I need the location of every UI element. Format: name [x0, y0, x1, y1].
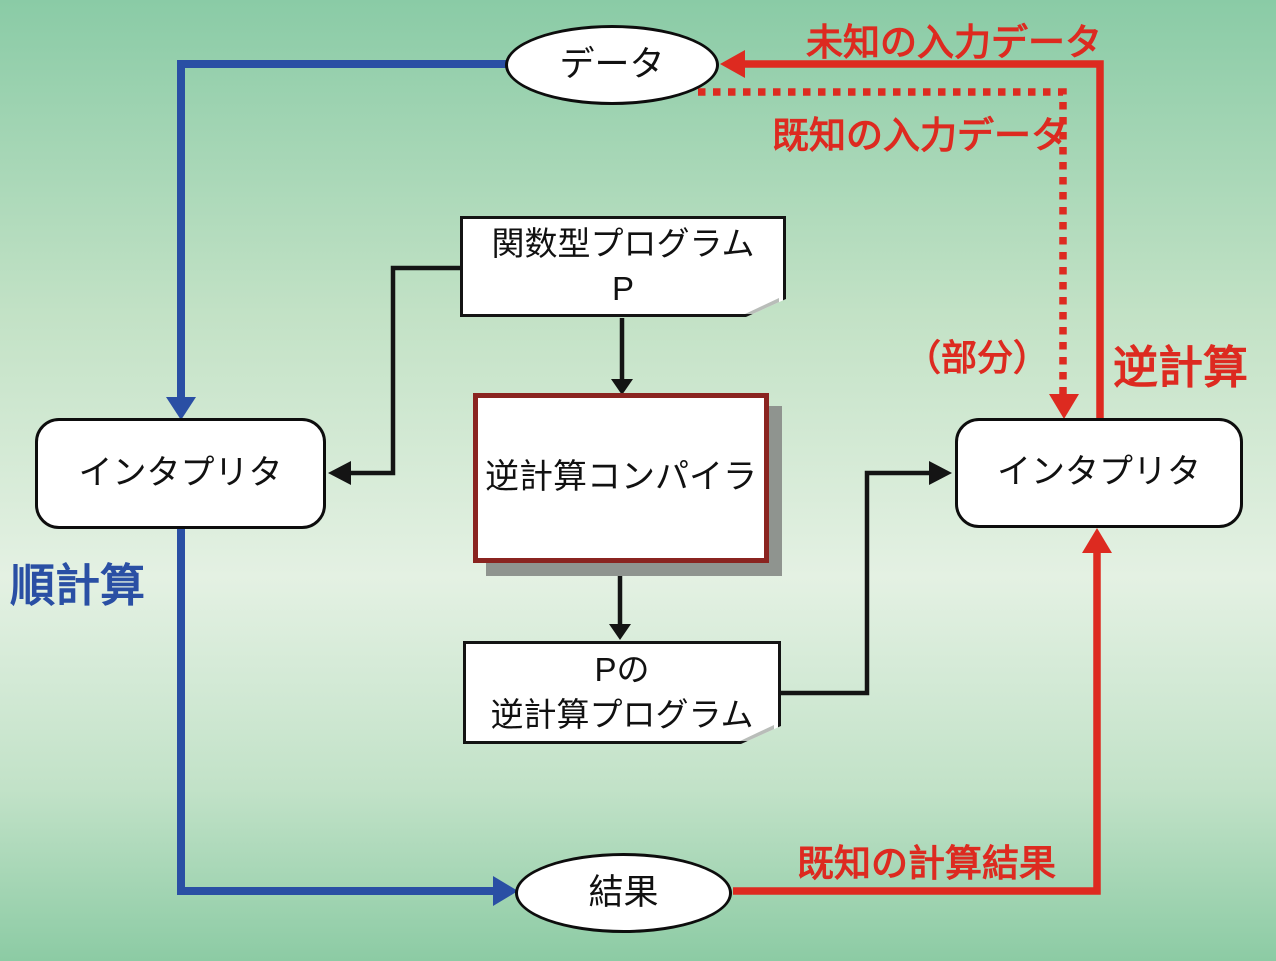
label-unknown-input-data: 未知の入力データ: [806, 22, 1102, 63]
edge-inverse-program-to-right-interpreter: [781, 461, 952, 696]
arrowhead-right-blue: [493, 876, 518, 906]
node-inverse-program-line2: 逆計算プログラム: [490, 695, 754, 733]
arrowhead-down-blue: [166, 397, 196, 420]
node-inverse-compiler-label: 逆計算コンパイラ: [485, 458, 757, 497]
arrowhead-left-black: [328, 461, 351, 485]
label-inverse-computation: 逆計算: [1113, 342, 1249, 393]
arrowhead-down-black: [609, 624, 631, 640]
edge-program-to-compiler: [611, 318, 633, 395]
node-data: データ: [505, 25, 719, 105]
node-functional-program-line2: P: [611, 269, 634, 307]
edge-compiler-to-inverse-program: [609, 566, 631, 640]
label-partial: （部分）: [905, 337, 1050, 378]
edge-right-interpreter-to-data: [720, 50, 1104, 419]
edge-data-to-right-interpreter-dotted: [698, 88, 1079, 419]
node-data-label: データ: [559, 45, 665, 85]
arrowhead-right-black: [929, 461, 952, 485]
node-interpreter-left: インタプリタ: [35, 418, 326, 529]
node-functional-program-line1: 関数型プログラム: [491, 224, 755, 262]
label-known-input-data: 既知の入力データ: [772, 115, 1068, 156]
node-inverse-compiler: 逆計算コンパイラ: [473, 393, 769, 563]
node-interpreter-left-label: インタプリタ: [78, 453, 283, 492]
edge-data-to-left-interpreter: [166, 60, 508, 420]
arrowhead-down-red: [1049, 394, 1079, 419]
label-forward-computation: 順計算: [10, 560, 146, 611]
node-result: 結果: [515, 853, 732, 933]
node-inverse-program: Pの 逆計算プログラム: [463, 641, 781, 744]
arrowhead-down-black: [611, 379, 633, 395]
node-result-label: 結果: [588, 873, 659, 913]
edge-left-interpreter-to-result: [177, 527, 518, 906]
edge-result-to-right-interpreter: [733, 528, 1112, 895]
node-interpreter-right: インタプリタ: [955, 418, 1243, 528]
arrowhead-left-red: [720, 50, 745, 78]
node-inverse-program-line1: Pの: [594, 650, 650, 688]
label-known-computation-result: 既知の計算結果: [797, 843, 1056, 884]
arrowhead-up-red: [1082, 528, 1112, 553]
node-interpreter-right-label: インタプリタ: [997, 453, 1201, 492]
edge-program-to-left-interpreter: [328, 265, 461, 485]
node-functional-program: 関数型プログラム P: [460, 216, 786, 317]
